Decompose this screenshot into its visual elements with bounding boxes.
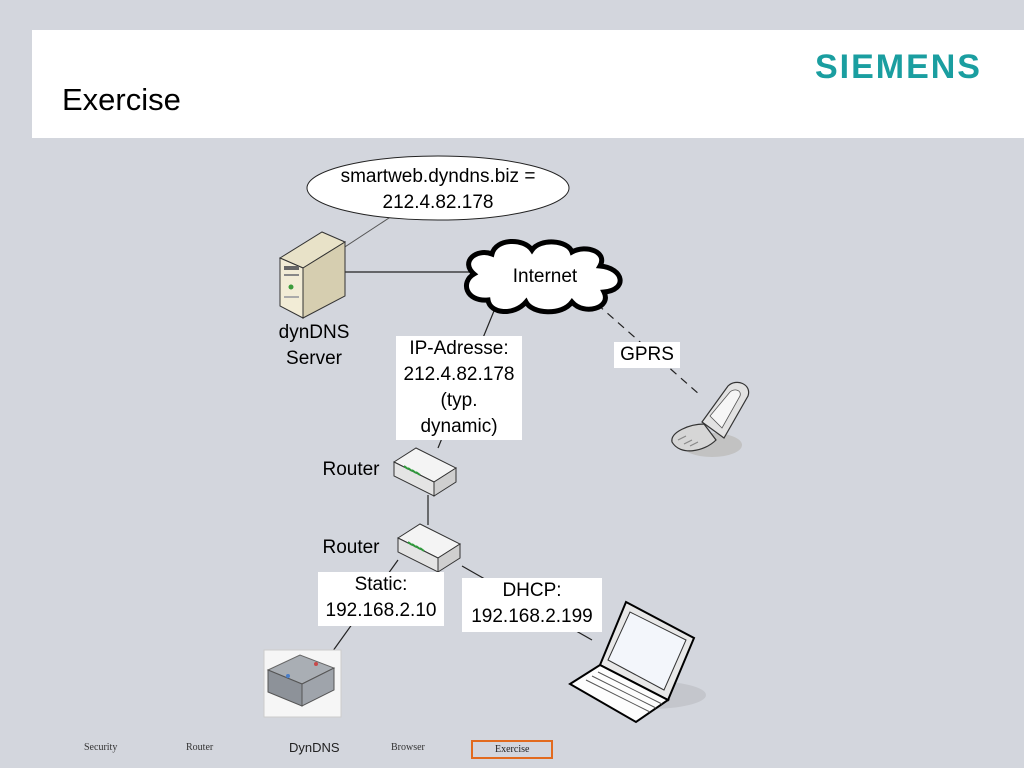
dns-bubble-text: smartweb.dyndns.biz = 212.4.82.178: [318, 164, 558, 216]
router-1-icon: [392, 447, 458, 497]
gprs-label: GPRS: [614, 342, 680, 368]
nav-item-browser[interactable]: Browser: [391, 742, 425, 753]
server-label: dynDNS Server: [264, 320, 364, 372]
ip-box-line-4: dynamic): [420, 416, 498, 437]
slide-title: Exercise: [62, 82, 181, 117]
nav-item-security[interactable]: Security: [84, 742, 118, 753]
internet-cloud-icon: [464, 239, 623, 315]
dns-bubble: [306, 155, 570, 221]
static-box-line-1: Static:: [354, 574, 408, 595]
header-bar: Exercise SIEMENS: [32, 30, 1024, 138]
router-1-label: Router: [322, 459, 380, 480]
nav-item-dyndns[interactable]: DynDNS: [289, 740, 340, 755]
server-label-line-1: dynDNS: [278, 322, 350, 343]
dhcp-box-line-1: DHCP:: [502, 580, 562, 601]
ip-box-line-2: 212.4.82.178: [403, 364, 515, 385]
device-photo: [263, 649, 342, 718]
dhcp-box-line-2: 192.168.2.199: [471, 606, 593, 627]
internet-label: Internet: [512, 266, 578, 287]
nav-item-router[interactable]: Router: [186, 742, 214, 753]
dhcp-ip-box: DHCP: 192.168.2.199: [462, 578, 602, 632]
ip-address-box: IP-Adresse: 212.4.82.178 (typ. dynamic): [396, 336, 522, 440]
siemens-logo: SIEMENS: [814, 48, 982, 86]
nav-item-exercise[interactable]: Exercise: [471, 740, 554, 759]
dns-bubble-line-1: smartweb.dyndns.biz =: [340, 166, 536, 187]
footer-nav: Security Router DynDNS Browser Exercise: [0, 736, 1024, 768]
router-2-label: Router: [322, 537, 380, 558]
ip-box-line-3: (typ.: [440, 390, 478, 411]
server-icon: [278, 231, 347, 319]
static-ip-box: Static: 192.168.2.10: [318, 572, 444, 626]
static-box-line-2: 192.168.2.10: [325, 600, 437, 621]
router-2-icon: [396, 523, 462, 573]
mobile-phone-icon: [671, 381, 750, 457]
server-label-line-2: Server: [286, 348, 342, 369]
dns-bubble-line-2: 212.4.82.178: [382, 192, 494, 213]
internet-gprs-link: [596, 303, 701, 396]
laptop-icon: [568, 600, 706, 724]
ip-box-line-1: IP-Adresse:: [409, 338, 509, 359]
